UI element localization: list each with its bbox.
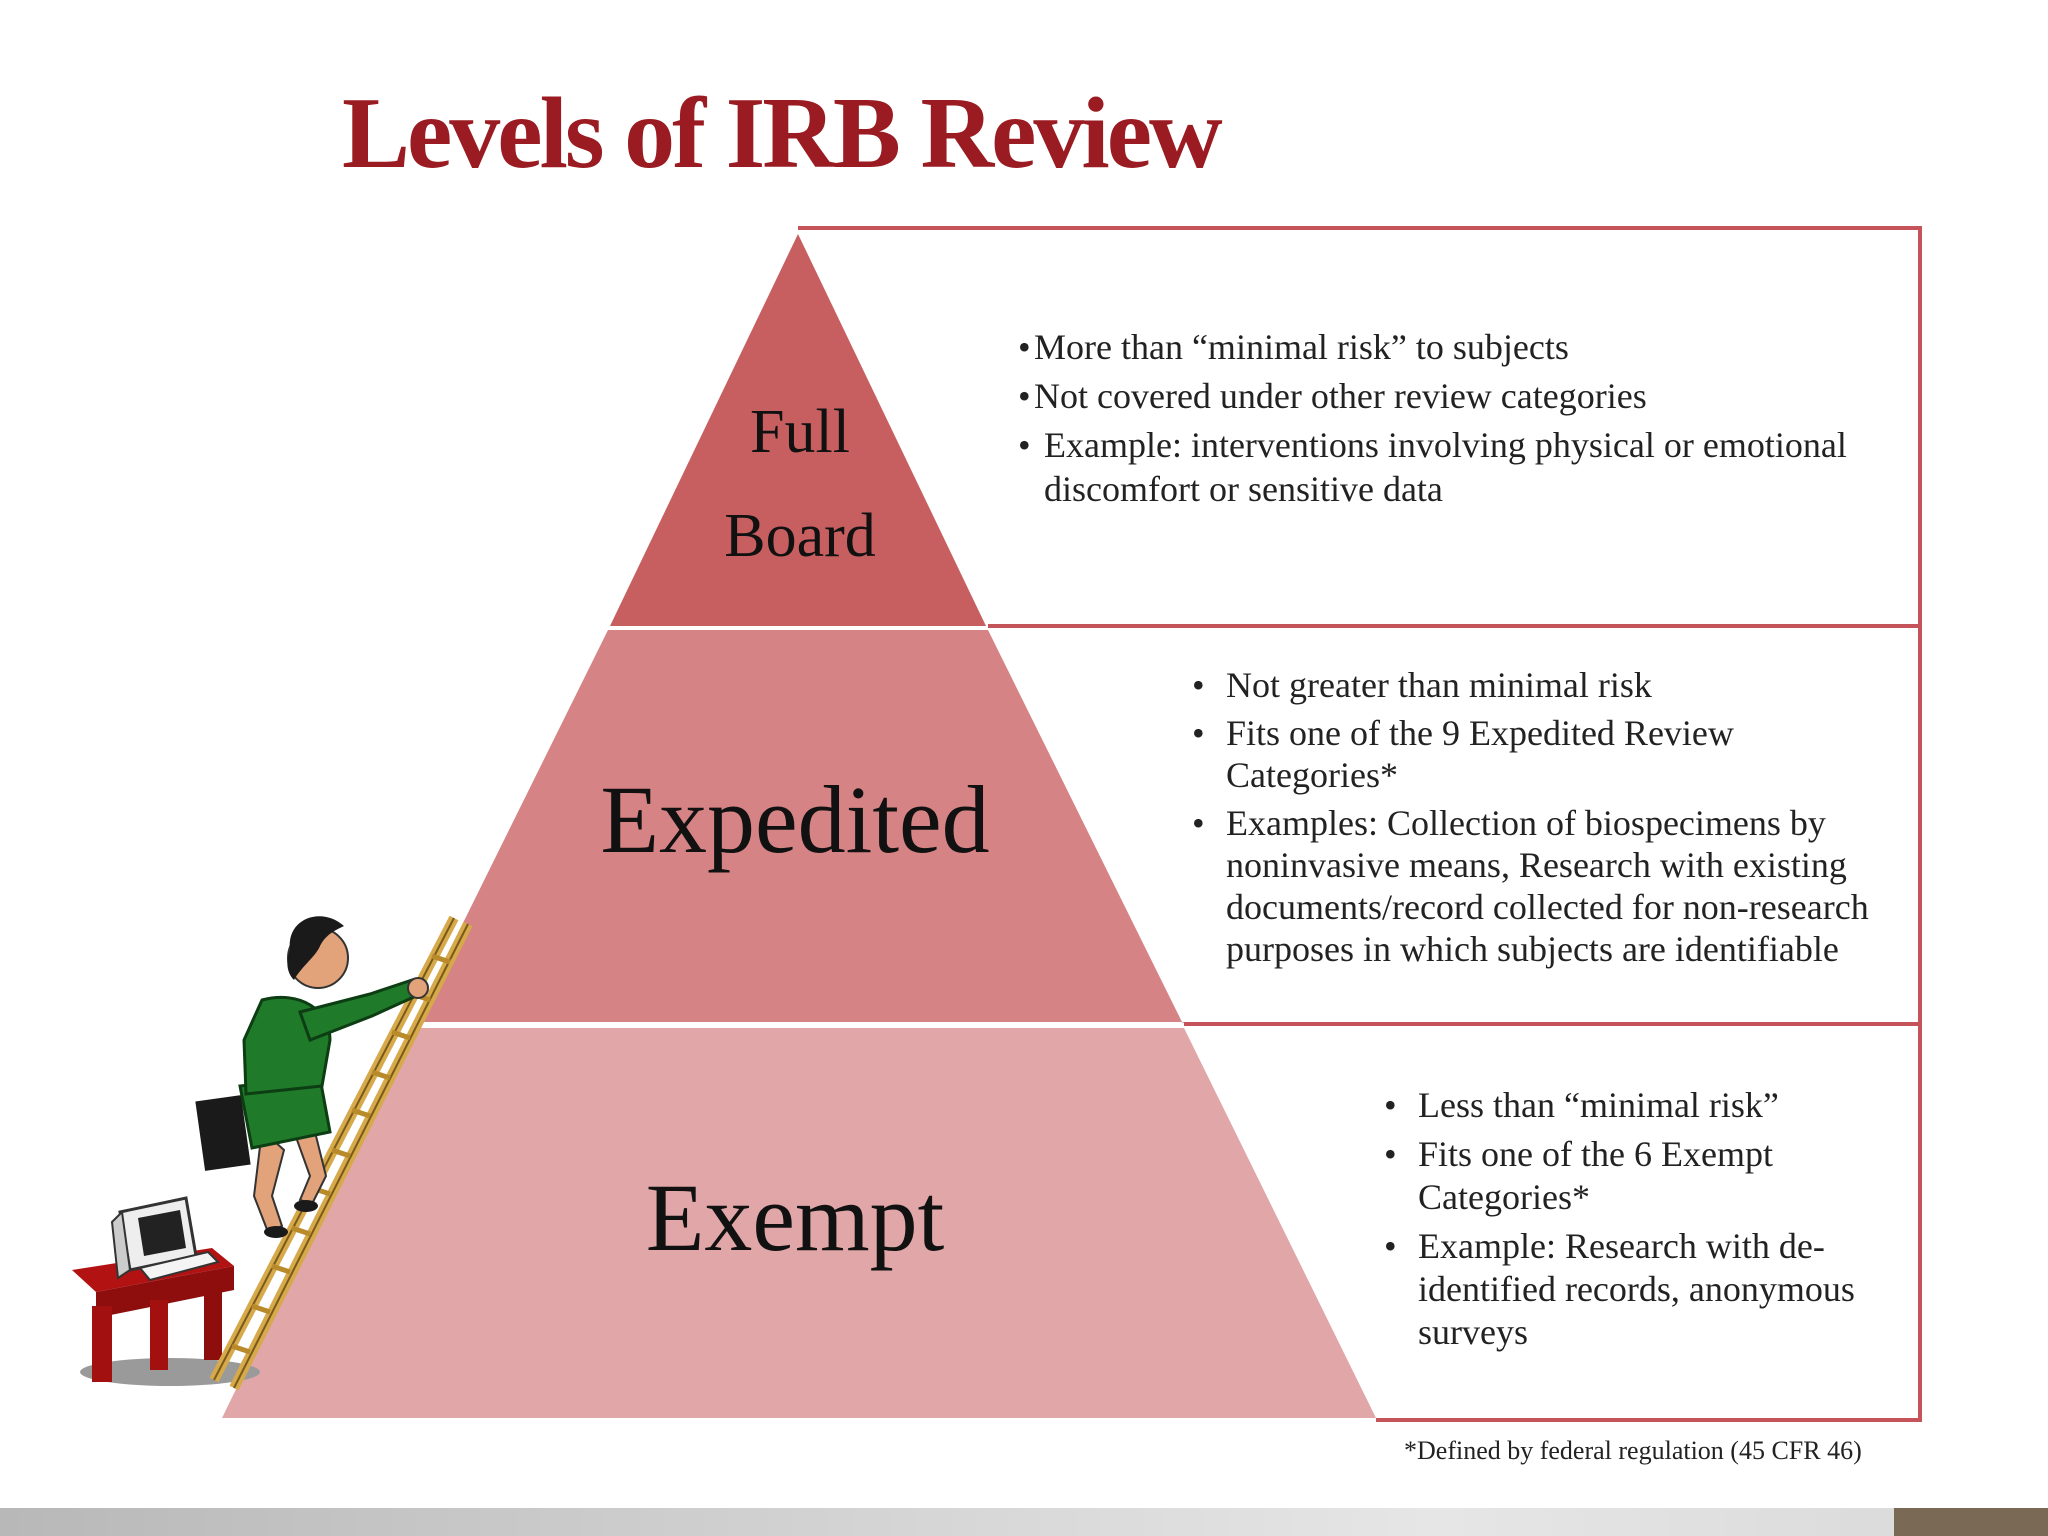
list-item: • Example: Research with de-identified re…	[1384, 1225, 1894, 1354]
exempt-description: • Less than “minimal risk” • Fits one of t…	[1384, 1084, 1894, 1360]
box-exempt	[1182, 1022, 1922, 1422]
bullet-icon: •	[1192, 713, 1205, 753]
bullet-text: Example: Research with de-identified rec…	[1418, 1226, 1855, 1352]
bullet-icon: •	[1018, 376, 1031, 416]
tier-label-full-board: Full Board	[700, 380, 900, 588]
bullet-text: Not greater than minimal risk	[1226, 665, 1652, 705]
computer-desk-icon	[72, 1196, 260, 1386]
pyramid	[222, 234, 1376, 1418]
list-item: • Examples: Collection of biospecimens by…	[1192, 802, 1892, 970]
bullet-text: Less than “minimal risk”	[1418, 1085, 1779, 1125]
bullet-text: Fits one of the 9 Expedited Review Categ…	[1226, 713, 1734, 795]
bullet-icon: •	[1018, 425, 1031, 465]
slide-title: Levels of IRB Review	[342, 77, 1223, 190]
tier-exempt	[222, 1028, 1376, 1418]
bullet-text: Fits one of the 6 Exempt Categories*	[1418, 1134, 1773, 1217]
bullet-text: Not covered under other review categorie…	[1034, 376, 1647, 416]
list-item: • Less than “minimal risk”	[1384, 1084, 1894, 1127]
bullet-icon: •	[1384, 1134, 1397, 1174]
bullet-icon: •	[1192, 803, 1205, 843]
list-item: • Fits one of the 9 Expedited Review Cate…	[1192, 712, 1892, 796]
full-board-description: •More than “minimal risk” to subjects •N…	[1018, 325, 1878, 516]
bullet-icon: •	[1384, 1085, 1397, 1125]
expedited-description: • Not greater than minimal risk • Fits one…	[1192, 664, 1892, 976]
slide-bottom-bar	[0, 1508, 2048, 1536]
description-boxes	[798, 226, 1922, 1422]
tier-label-full-line2: Board	[724, 502, 876, 570]
bullet-text: Examples: Collection of biospecimens by …	[1226, 803, 1869, 969]
bullet-icon: •	[1192, 665, 1205, 705]
full-board-bullet-list: •More than “minimal risk” to subjects •N…	[1018, 325, 1878, 511]
person-climbing-ladder-icon	[195, 916, 429, 1238]
tier-label-exempt: Exempt	[645, 1164, 945, 1271]
bullet-text: Example: interventions involving physica…	[1044, 425, 1847, 509]
exempt-bullet-list: • Less than “minimal risk” • Fits one of t…	[1384, 1084, 1894, 1354]
bullet-icon: •	[1018, 327, 1031, 367]
list-item: • Example: interventions involving physic…	[1018, 423, 1878, 511]
list-item: • Not greater than minimal risk	[1192, 664, 1892, 706]
expedited-bullet-list: • Not greater than minimal risk • Fits one…	[1192, 664, 1892, 970]
tier-label-full-line1: Full	[750, 398, 850, 466]
slide-bottom-accent	[1894, 1508, 2048, 1536]
tier-expedited	[414, 630, 1182, 1022]
footnote: *Defined by federal regulation (45 CFR 4…	[1404, 1436, 1862, 1465]
tier-label-expedited: Expedited	[600, 766, 990, 873]
list-item: •Not covered under other review categori…	[1018, 374, 1878, 418]
bullet-icon: •	[1384, 1226, 1397, 1266]
bullet-text: More than “minimal risk” to subjects	[1034, 327, 1569, 367]
tier-full-board	[610, 234, 986, 626]
list-item: • Fits one of the 6 Exempt Categories*	[1384, 1133, 1894, 1219]
list-item: •More than “minimal risk” to subjects	[1018, 325, 1878, 369]
